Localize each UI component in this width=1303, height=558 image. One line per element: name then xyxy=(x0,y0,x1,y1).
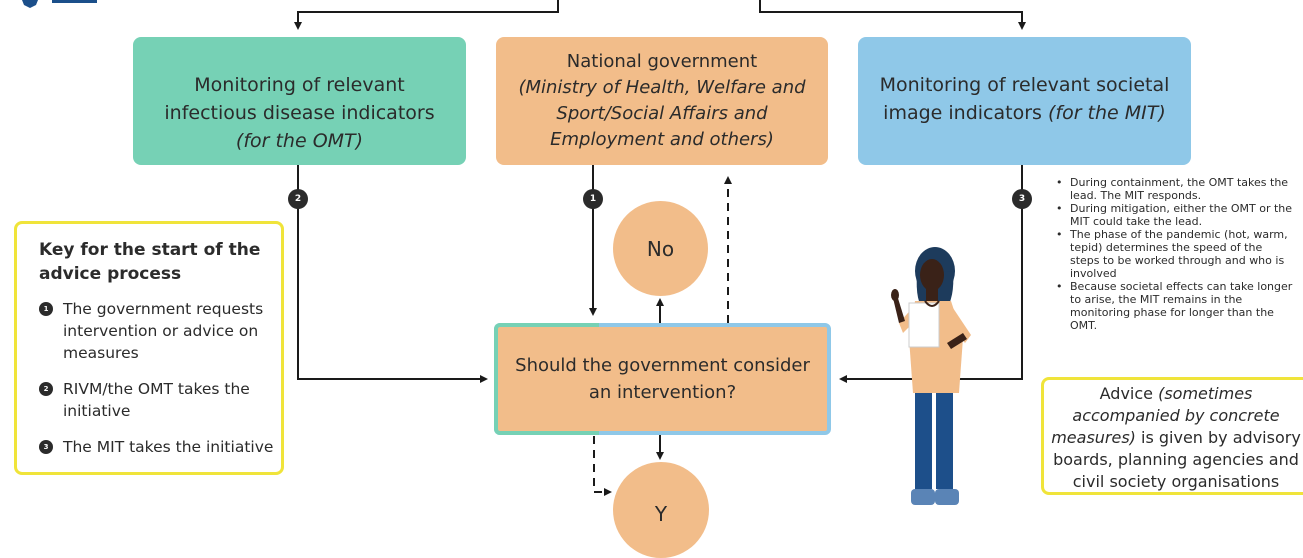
note-item: During mitigation, either the OMT or the… xyxy=(1054,202,1294,228)
woman-illustration xyxy=(891,247,971,505)
yes-circle: Y xyxy=(613,462,709,558)
box-national-government: National government (Ministry of Health,… xyxy=(496,37,828,165)
key-box: Key for the start of the advice process … xyxy=(14,221,284,475)
societal-italic: (for the MIT) xyxy=(1047,102,1166,124)
yes-label: Y xyxy=(654,502,668,526)
key-item: 3 The MIT takes the initiative xyxy=(39,436,281,458)
no-label: No xyxy=(646,236,675,261)
government-italic-line-1: (Ministry of Health, Welfare and xyxy=(518,77,806,98)
top-left-connector xyxy=(294,0,559,30)
key-title: Key for the start of the advice process xyxy=(39,240,261,284)
box-infectious-indicators: Monitoring of relevant infectious diseas… xyxy=(133,37,466,165)
advice-suffix: is given by advisory boards, planning ag… xyxy=(1053,428,1301,491)
infectious-text: Monitoring of relevant infectious diseas… xyxy=(164,74,435,124)
decision-box: Should the government consider an interv… xyxy=(494,323,831,435)
arrow-societal-to-question xyxy=(839,165,1023,383)
dashed-arrow-lower xyxy=(593,436,612,496)
key-item: 1 The government requests intervention o… xyxy=(39,298,281,364)
advice-box: Advice (sometimes accompanied by concret… xyxy=(1041,377,1303,495)
badge-2: 2 xyxy=(288,189,308,209)
note-item: During containment, the OMT takes the le… xyxy=(1054,176,1294,202)
infectious-italic: (for the OMT) xyxy=(235,130,364,152)
advice-prefix: Advice xyxy=(1099,384,1153,403)
key-item-text: The government requests intervention or … xyxy=(63,300,264,362)
phase-notes: During containment, the OMT takes the le… xyxy=(1054,176,1294,332)
logo-shield-icon xyxy=(22,0,97,8)
key-item-text: The MIT takes the initiative xyxy=(63,438,274,456)
connector-lines xyxy=(294,0,1026,496)
key-badge-1: 1 xyxy=(39,302,53,316)
arrow-infectious-to-question xyxy=(297,165,488,383)
key-item: 2 RIVM/the OMT takes the initiative xyxy=(39,378,281,422)
key-item-text: RIVM/the OMT takes the initiative xyxy=(63,380,250,420)
government-title: National government xyxy=(566,51,758,72)
advice-italic: (sometimes accompanied by concrete measu… xyxy=(1051,384,1280,447)
key-badge-3: 3 xyxy=(39,440,53,454)
top-right-connector xyxy=(759,0,1026,30)
box-societal-indicators: Monitoring of relevant societal image in… xyxy=(858,37,1191,165)
government-italic-line-3: Employment and others) xyxy=(550,129,774,150)
note-item: The phase of the pandemic (hot, warm, te… xyxy=(1054,228,1294,280)
no-circle: No xyxy=(613,201,708,296)
decision-question: Should the government consider an interv… xyxy=(515,355,810,403)
badge-1: 1 xyxy=(583,189,603,209)
note-item: Because societal effects can take longer… xyxy=(1054,280,1294,332)
key-badge-2: 2 xyxy=(39,382,53,396)
societal-text: Monitoring of relevant societal image in… xyxy=(879,74,1170,124)
government-italic-line-2: Sport/Social Affairs and xyxy=(556,103,768,124)
badge-3: 3 xyxy=(1012,189,1032,209)
